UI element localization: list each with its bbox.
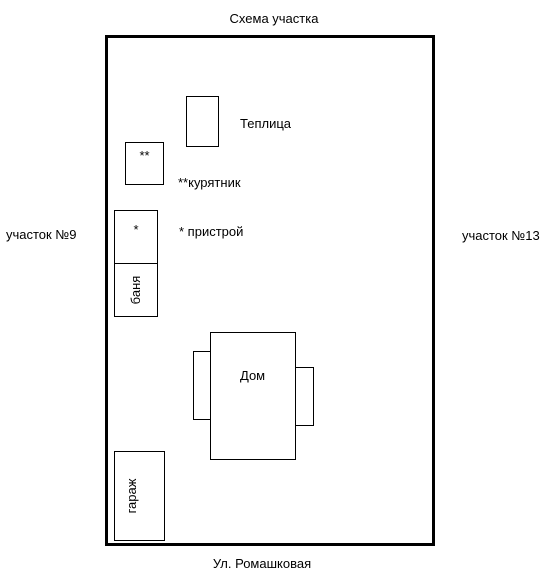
greenhouse-building [186,96,219,147]
chicken-coop-mark: ** [139,148,150,163]
annex-mark: * [133,222,139,237]
street-label: Ул. Ромашковая [212,556,312,571]
house-label: Дом [240,368,266,383]
garage-label: гараж [124,478,139,514]
annex-label: * пристрой [179,224,244,239]
diagram-title: Схема участка [229,11,319,26]
right-neighbor-label: участок №13 [462,228,540,243]
house-building [210,332,296,460]
bathhouse-building: баня [114,263,158,317]
chicken-coop-label: **курятник [178,175,241,190]
annex-building: * [114,210,158,265]
bathhouse-label: баня [128,275,143,305]
plot-boundary [105,35,435,546]
garage-building: гараж [114,451,165,541]
left-neighbor-label: участок №9 [6,227,77,242]
chicken-coop-building: ** [125,142,164,185]
greenhouse-label: Теплица [240,116,292,131]
house-right-porch [294,367,314,426]
